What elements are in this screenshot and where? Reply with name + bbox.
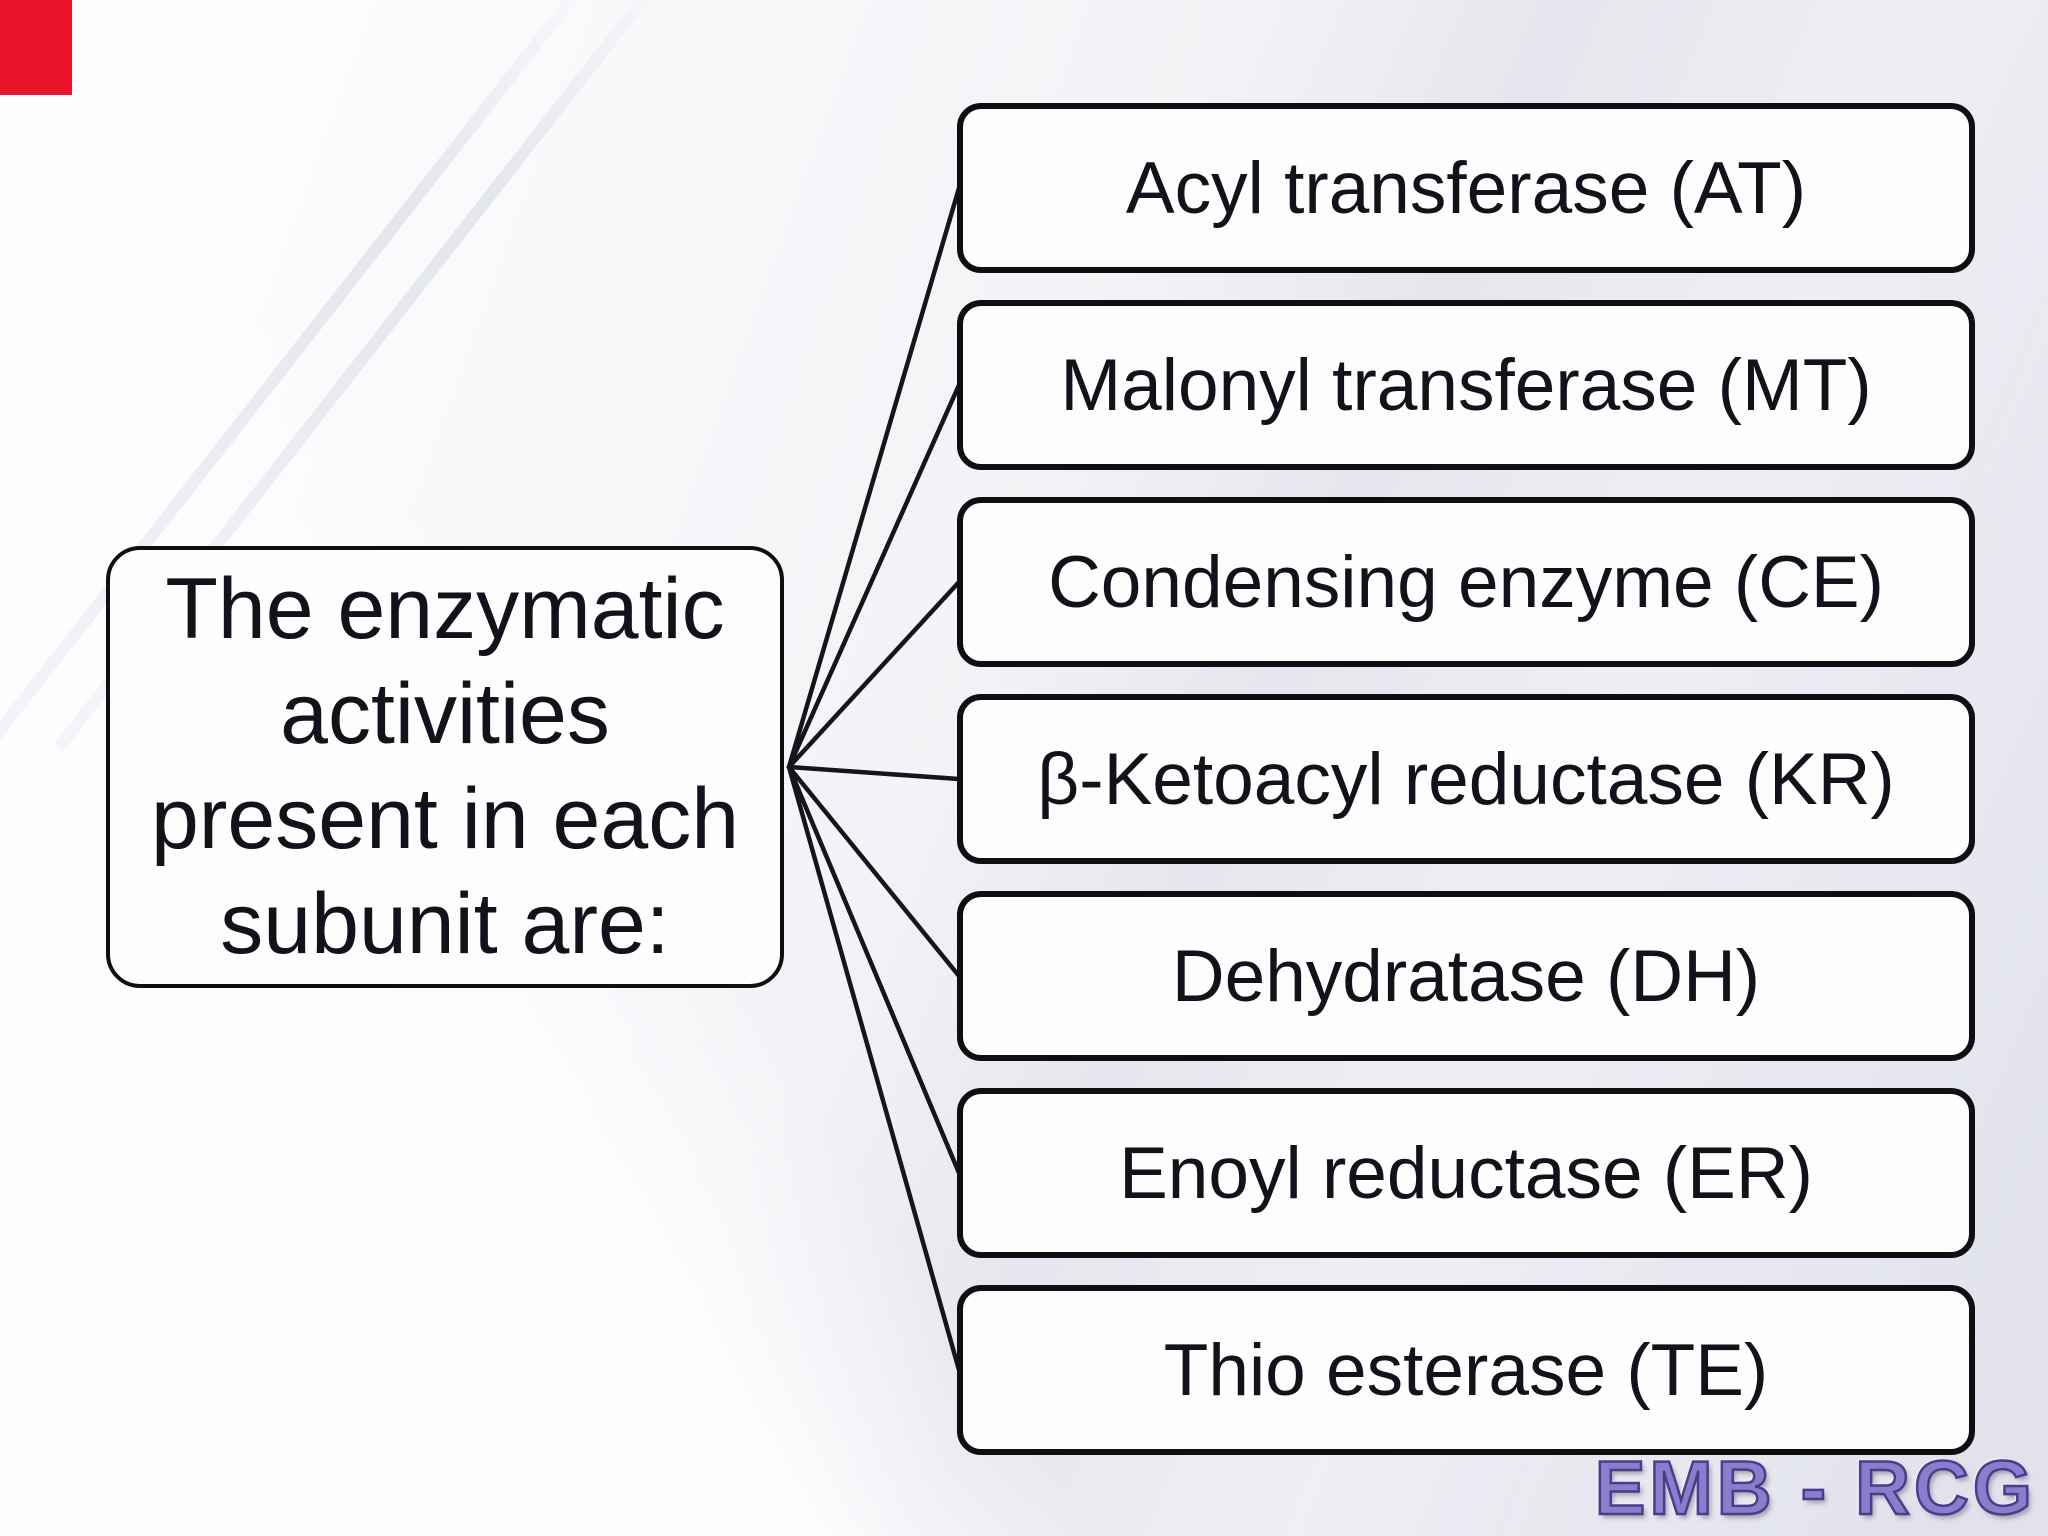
branch-box-label: Acyl transferase (AT) [1125, 147, 1807, 229]
connector-line [786, 764, 962, 782]
branch-box-enoyl-reductase: Enoyl reductase (ER) [957, 1088, 1975, 1258]
connector-line [786, 764, 962, 1176]
branch-box-acyl-transferase: Acyl transferase (AT) [957, 103, 1975, 273]
connector-line [786, 764, 962, 1373]
branch-box-label: β-Ketoacyl reductase (KR) [1037, 738, 1895, 820]
branch-box-label: Thio esterase (TE) [1163, 1329, 1769, 1411]
branch-box-malonyl-transferase: Malonyl transferase (MT) [957, 300, 1975, 470]
branch-box-thio-esterase: Thio esterase (TE) [957, 1285, 1975, 1455]
root-box-text: The enzymatic activities present in each… [150, 561, 740, 972]
branch-box-condensing-enzyme: Condensing enzyme (CE) [957, 497, 1975, 667]
branch-box-label: Enoyl reductase (ER) [1119, 1132, 1813, 1214]
connector-line [786, 185, 962, 770]
branch-box-dehydratase: Dehydratase (DH) [957, 891, 1975, 1061]
branch-box-label: Dehydratase (DH) [1171, 935, 1761, 1017]
branch-box-label: Condensing enzyme (CE) [1048, 541, 1884, 623]
branch-box-label: Malonyl transferase (MT) [1060, 344, 1872, 426]
root-box: The enzymatic activities present in each… [106, 546, 784, 988]
branch-box-ketoacyl-reductase: β-Ketoacyl reductase (KR) [957, 694, 1975, 864]
corruption-artifact [0, 0, 72, 95]
watermark-emb-rcg: EMB - RCG [1593, 1445, 2036, 1533]
connector-line [786, 382, 962, 770]
connector-line [786, 764, 962, 979]
connector-line [786, 579, 962, 770]
